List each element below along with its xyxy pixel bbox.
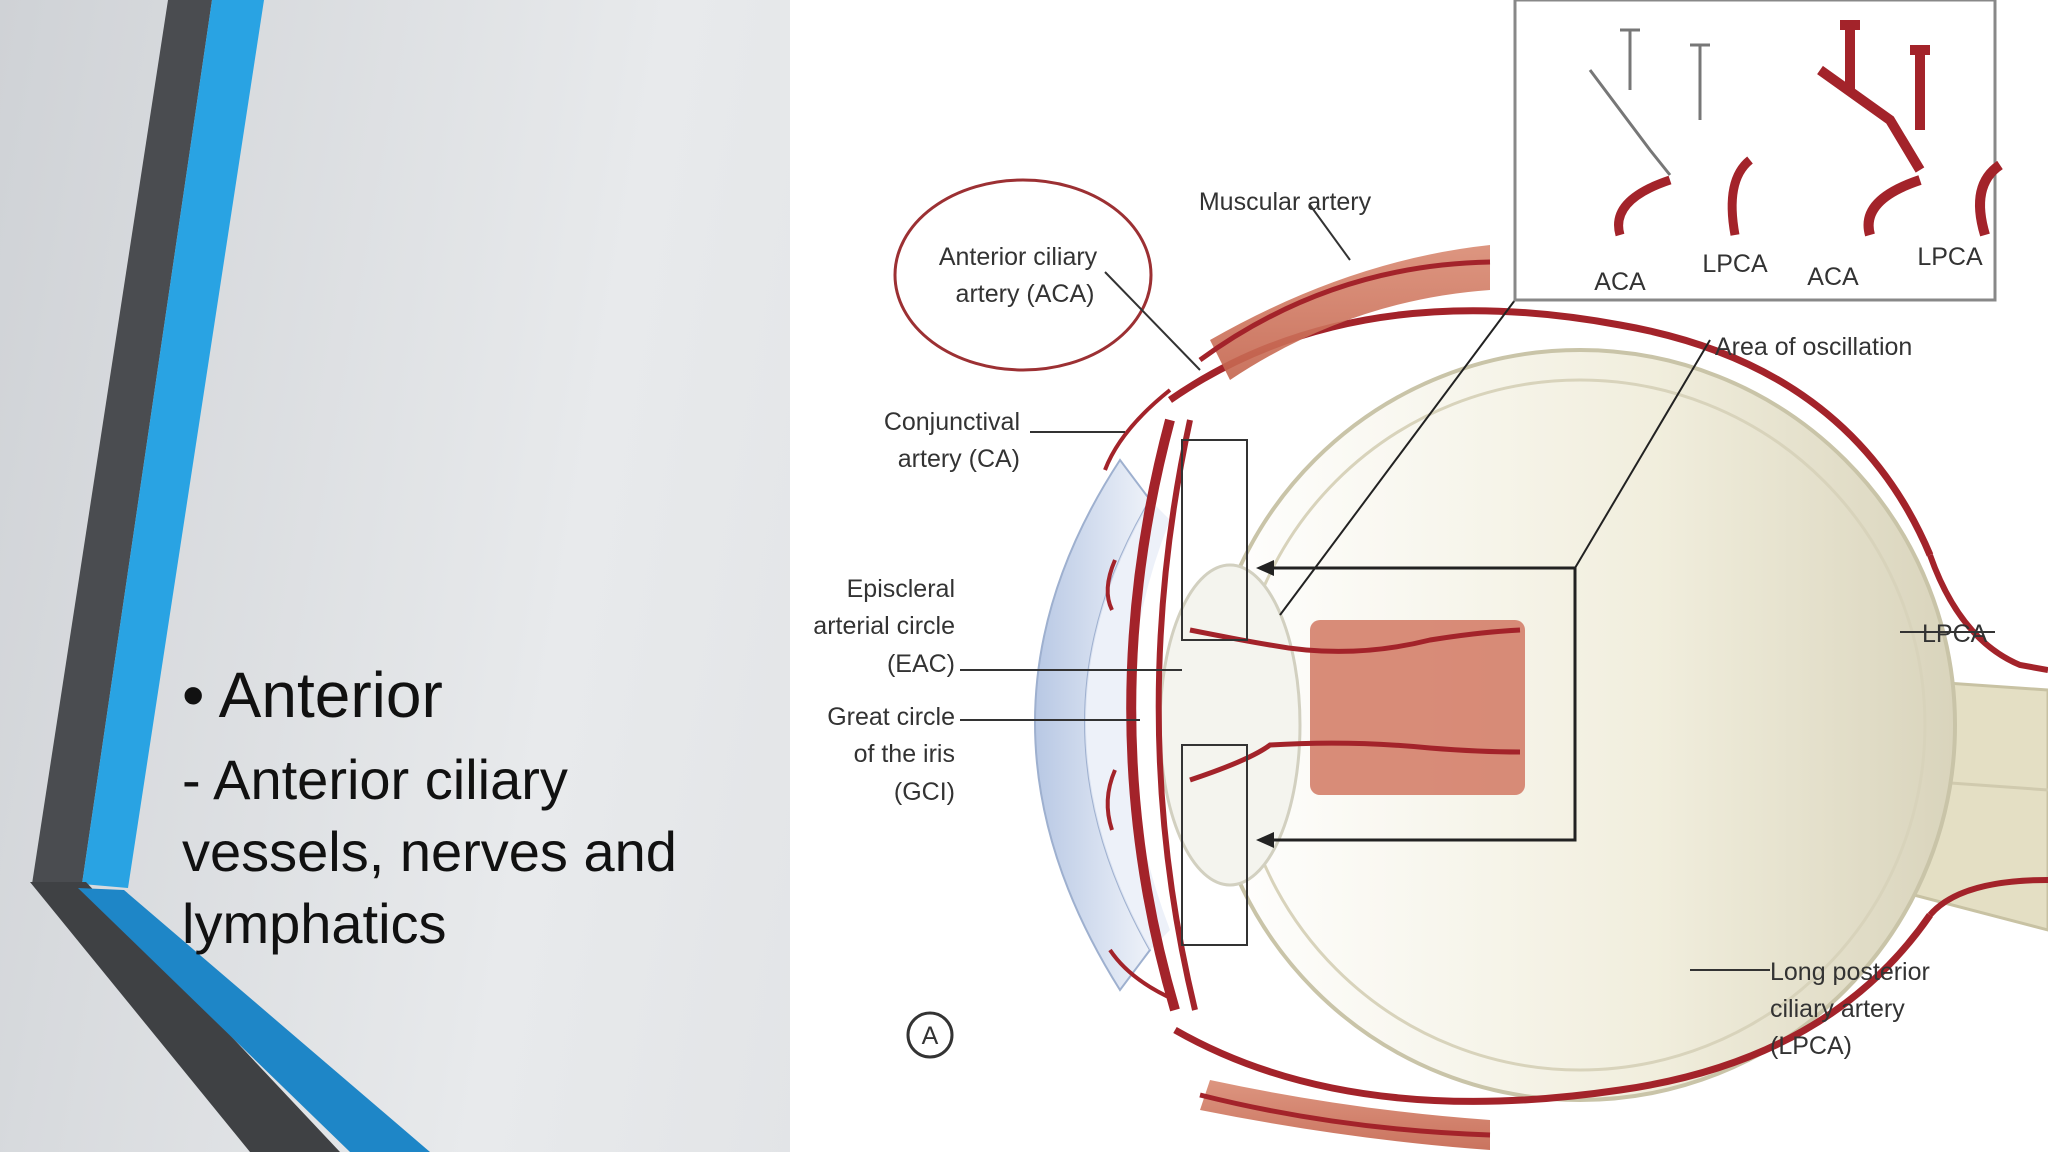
dark-stripe-lower (30, 882, 340, 1152)
label-aca-line1: Anterior ciliary (939, 243, 1098, 271)
inset-left-arteries (1614, 156, 1754, 237)
label-area-of-oscillation: Area of oscillation (1715, 333, 1912, 361)
inset-left-vessels (1588, 28, 1710, 176)
eye-diagram-svg: Anterior ciliary artery (ACA) Muscular a… (813, 0, 2048, 1150)
blue-stripe-lower (78, 888, 430, 1152)
bracket-lower (1181, 744, 1248, 946)
blue-stripe-upper (82, 0, 264, 888)
eye-anatomy-diagram: Anterior ciliary artery (ACA) Muscular a… (790, 0, 2048, 1152)
label-eac-line1: Episcleral (847, 575, 955, 603)
great-circle-iris (1126, 418, 1180, 1012)
upper-muscle (1210, 245, 1490, 380)
lpca-vessel (1927, 554, 2048, 673)
label-eac-line2: arterial circle (813, 612, 955, 640)
inset-leader (1279, 299, 1516, 616)
oscillation-leader (1574, 339, 1711, 569)
label-gci-line3: (GCI) (894, 778, 955, 806)
bullet-anterior: • Anterior (182, 659, 443, 731)
label-panel-marker: A (922, 1022, 939, 1050)
label-gci-line2: of the iris (854, 740, 955, 768)
bracket-upper (1181, 439, 1248, 641)
scleral-artery-arc-lower (1173, 913, 1933, 1105)
label-long-lpca-line3: (LPCA) (1770, 1032, 1852, 1060)
label-ca-line2: artery (CA) (898, 445, 1020, 473)
label-aca-line2: artery (ACA) (956, 280, 1095, 308)
label-ca-line1: Conjunctival (884, 408, 1020, 436)
aca-leader (1104, 271, 1201, 371)
label-muscular-artery: Muscular artery (1199, 188, 1372, 216)
diagram-labels: Anterior ciliary artery (ACA) Muscular a… (813, 188, 1987, 1060)
conjunctival-artery-lower (1108, 948, 1176, 1002)
panel-marker-circle (906, 1011, 954, 1059)
dark-stripe-upper (32, 0, 212, 884)
muscular-leader (1309, 204, 1351, 261)
cornea-vessel-upper (1105, 559, 1117, 611)
label-gci-line1: Great circle (827, 703, 955, 731)
cornea-vessel-lower (1105, 769, 1117, 831)
lpca-vessel-lower (1927, 877, 2048, 918)
label-inset-aca-right: ACA (1807, 263, 1859, 291)
bullet-list: • Anterior - Anterior ciliary vessels, n… (182, 652, 782, 960)
arrowhead-upper (1256, 560, 1274, 576)
oscillation-vessel-bottom (1189, 740, 1521, 783)
oscillation-pointer (1260, 566, 1577, 842)
inset-right-arteries (1817, 20, 2004, 237)
episcleral-circle (1155, 419, 1198, 1011)
oscillation-region (1310, 620, 1525, 795)
muscular-artery (1198, 259, 1491, 363)
aca-highlight-circle (893, 178, 1153, 372)
label-eac-line3: (EAC) (887, 650, 955, 678)
slide-decoration (30, 0, 430, 1152)
conjunctival-artery (1103, 388, 1172, 471)
label-long-lpca-line2: ciliary artery (1770, 995, 1905, 1023)
muscular-artery-lower (1199, 1092, 1491, 1138)
label-inset-aca-left: ACA (1594, 268, 1646, 296)
label-inset-lpca-right: LPCA (1917, 243, 1983, 271)
label-lpca-right: LPCA (1922, 620, 1988, 648)
bullet-sub-anterior-ciliary: - Anterior ciliary vessels, nerves and l… (182, 748, 677, 955)
label-long-lpca-line1: Long posterior (1770, 958, 1930, 986)
label-inset-lpca-left: LPCA (1702, 250, 1768, 278)
arrowhead-lower (1256, 832, 1274, 848)
